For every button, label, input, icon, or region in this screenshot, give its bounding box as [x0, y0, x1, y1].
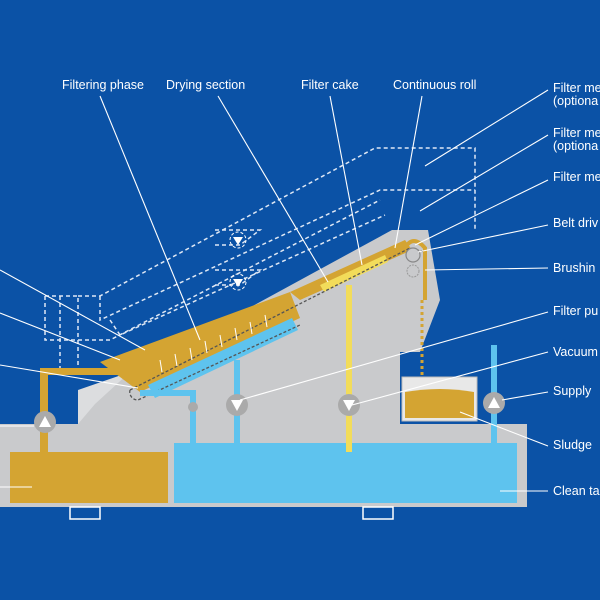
label-supply-pump: Supply: [553, 384, 592, 398]
brushing-roller: [406, 264, 420, 278]
label-filter-media-1-sub: (optiona: [553, 94, 599, 108]
vacuum-pump-2: [338, 394, 360, 416]
label-drying-section: Drying section: [166, 78, 246, 92]
label-continuous-roll: Continuous roll: [393, 78, 477, 92]
vacuum-pump-1: [226, 394, 248, 416]
return-valve: [188, 402, 198, 412]
tank-foot: [362, 506, 394, 520]
sludge-bin-fill: [405, 389, 474, 418]
clean-pipe-1: [190, 390, 196, 450]
label-filter-media-2: Filter me: [553, 126, 600, 140]
label-filter-media-2-sub: (optiona: [553, 139, 599, 153]
label-vacuum: Vacuum: [553, 345, 598, 359]
label-filter-cake: Filter cake: [301, 78, 359, 92]
valve-icon: [229, 273, 247, 291]
valve-icon: [229, 231, 247, 249]
leader-lines: [0, 89, 549, 492]
clean-return-pipe: [140, 390, 195, 396]
label-filtering-phase: Filtering phase: [62, 78, 144, 92]
valve-icon: [233, 279, 243, 287]
optional-filter-media-outlines: [44, 147, 476, 372]
label-filter-media-1: Filter me: [553, 81, 600, 95]
label-filter-pump: Filter pu: [553, 304, 599, 318]
feed-pipe: [40, 368, 135, 375]
filter-pump: [34, 411, 56, 433]
label-brushing: Brushin: [553, 261, 596, 275]
filter-bed: [100, 292, 300, 392]
belt-drive-roller: [405, 247, 421, 263]
tank-foot: [69, 506, 101, 520]
clean-tank: [174, 443, 517, 503]
label-filter-media-3: Filter me: [553, 170, 600, 184]
valve-icon: [233, 237, 243, 245]
filter-pump-inlet-pipe: [40, 368, 48, 452]
filtration-arrows: [159, 314, 268, 373]
dirty-tank: [10, 452, 168, 503]
supply-pump: [483, 392, 505, 414]
label-sludge: Sludge: [553, 438, 592, 452]
label-clean-tank: Clean ta: [553, 484, 600, 498]
label-belt-drive: Belt driv: [553, 216, 599, 230]
filter-cake: [320, 255, 388, 292]
